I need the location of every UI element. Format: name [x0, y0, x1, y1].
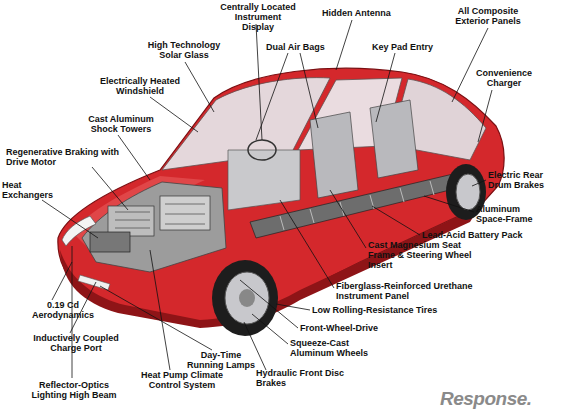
leader-line	[280, 200, 334, 288]
battery-cells	[280, 181, 434, 230]
rear-seat	[370, 100, 418, 178]
heat-exchanger	[90, 232, 130, 252]
callout-label: Cast Magnesium Seat Frame & Steering Whe…	[368, 240, 488, 270]
callout-label: Day-Time Running Lamps	[186, 350, 256, 370]
callout-label: Regenerative Braking with Drive Motor	[6, 147, 120, 167]
leader-line	[336, 20, 352, 70]
wheel-hub	[239, 289, 255, 307]
leader-line	[42, 200, 98, 238]
leader-line	[150, 250, 170, 370]
callout-label: Electric Rear Drum Brakes	[488, 170, 564, 190]
leader-line	[276, 304, 310, 310]
callout-label: Fiberglass-Reinforced Urethane Instrumen…	[336, 281, 506, 301]
watermark: Response.	[440, 388, 532, 410]
leader-line	[118, 135, 150, 180]
engine-bay	[82, 182, 226, 272]
leader-line	[185, 62, 214, 112]
callout-label: Front-Wheel-Drive	[300, 323, 378, 333]
leader-line	[300, 53, 318, 128]
battery-pack	[250, 170, 474, 238]
leader-line	[472, 180, 486, 186]
callout-label: Hidden Antenna	[322, 8, 391, 18]
callout-label: Inductively Coupled Charge Port	[24, 333, 128, 353]
leader-line	[330, 190, 366, 248]
leader-line	[52, 262, 72, 300]
callout-label: Heat Exchangers	[2, 180, 66, 200]
callout-label: Centrally Located Instrument Display	[218, 2, 298, 32]
steering-wheel	[248, 140, 276, 160]
leader-line	[376, 53, 395, 122]
headlamp	[62, 216, 96, 246]
leader-line	[252, 314, 288, 344]
leader-line	[452, 28, 488, 102]
callout-label: Hydraulic Front Disc Brakes	[256, 368, 348, 388]
running-lamp	[78, 275, 110, 290]
callout-label: Squeeze-Cast Aluminum Wheels	[290, 338, 376, 358]
leader-line	[256, 53, 288, 140]
drive-motor	[108, 206, 154, 236]
callout-label: Reflector-Optics Lighting High Beam	[24, 380, 124, 400]
callout-label: High Technology Solar Glass	[142, 40, 226, 60]
leader-lines	[42, 20, 492, 378]
callout-label: Lead-Acid Battery Pack	[422, 230, 523, 240]
leader-line	[424, 196, 474, 212]
callout-label: Cast Aluminum Shock Towers	[80, 114, 162, 134]
callout-label: 0.19 Cd Aerodynamics	[26, 300, 100, 320]
callout-label: Convenience Charger	[470, 68, 538, 88]
callout-label: All Composite Exterior Panels	[452, 6, 524, 26]
leader-line	[256, 24, 262, 140]
callout-label: Key Pad Entry	[372, 42, 433, 52]
callout-label: Electrically Heated Windshield	[92, 76, 188, 96]
leader-line	[150, 97, 198, 132]
callout-label: Dual Air Bags	[266, 42, 325, 52]
instrument-panel	[228, 150, 300, 210]
leader-line	[92, 167, 128, 210]
callout-label: Heat Pump Climate Control System	[128, 370, 236, 390]
leader-line	[478, 90, 492, 142]
leader-line	[240, 280, 298, 328]
engine-detail	[115, 204, 205, 228]
front-wheel	[225, 272, 269, 324]
callout-label: Low Rolling-Resistance Tires	[312, 305, 437, 315]
power-electronics	[160, 196, 210, 230]
callout-label: Aluminum Space-Frame	[476, 204, 548, 224]
leader-line	[372, 206, 420, 235]
